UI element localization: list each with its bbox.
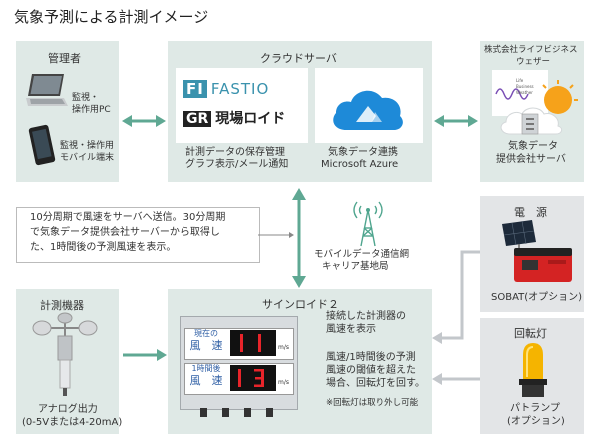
azure-text-1: 気象データ連携 xyxy=(328,147,398,158)
signloid-desc2-3: 場合、回転灯を回す。 xyxy=(326,378,425,389)
instrument-label-1: アナログ出力 xyxy=(38,404,98,415)
signloid-desc2-1: 風速/1時間後の予測 xyxy=(326,352,416,363)
solar-battery-icon xyxy=(502,220,572,282)
admin-panel xyxy=(16,41,119,182)
power-label: SOBAT(オプション) xyxy=(491,292,583,303)
arrow-admin-cloud xyxy=(122,115,166,127)
power-connector xyxy=(432,250,480,344)
signloid-desc2-2: 風速の閾値を超えた xyxy=(326,365,416,376)
display-row-2-unit: m/s xyxy=(278,379,289,386)
display-row-1-label: 現在の 風 速 xyxy=(189,329,223,352)
signloid-note: ※回転灯は取り外し可能 xyxy=(326,398,419,408)
cloud-feature-1: 計測データの保存管理 xyxy=(185,147,285,158)
instrument-title: 計測機器 xyxy=(40,299,84,312)
description-line-3: た、1時間後の予測風速を表示。 xyxy=(30,242,177,253)
mobile-label-1: 監視・操作用 xyxy=(60,141,115,151)
weather-server-icon: Life Business Weather xyxy=(492,70,578,135)
led-display-1 xyxy=(230,330,276,356)
display-row-2-label: 1時間後 風 速 xyxy=(189,364,223,387)
tower-label-2: キャリア基地局 xyxy=(322,261,389,272)
rotating-lamp-icon xyxy=(519,343,547,397)
description-line-2: で気象データ提供会社サーバーから取得し xyxy=(30,227,220,238)
description-line-1: 10分周期で風速をサーバへ送信。30分周期 xyxy=(30,212,226,223)
pc-label-2: 操作用PC xyxy=(72,105,111,115)
company-name-2: ウェザー xyxy=(516,57,551,67)
tower-label-1: モバイルデータ通信網 xyxy=(314,249,410,260)
svg-text:Life: Life xyxy=(516,78,524,83)
azure-cloud-icon xyxy=(333,90,403,130)
display-row-1-unit: m/s xyxy=(278,344,289,351)
admin-title: 管理者 xyxy=(48,52,81,65)
weather-server-label-2: 提供会社サーバ xyxy=(496,154,566,165)
smartphone-icon xyxy=(28,124,56,166)
description-connector xyxy=(258,232,294,238)
arrow-instrument-signloid xyxy=(123,349,167,361)
signloid-title: サインロイド２ xyxy=(262,298,339,311)
instrument-label-2: (0-5Vまたは4-20mA) xyxy=(22,417,123,428)
pc-label-1: 監視・ xyxy=(72,93,100,103)
weather-server-label-1: 気象データ xyxy=(508,141,558,152)
cloud-feature-2: グラフ表示/メール通知 xyxy=(185,159,289,170)
power-title: 電 源 xyxy=(514,206,547,219)
led-display-2 xyxy=(230,365,276,391)
anemometer-icon xyxy=(32,312,98,396)
azure-text-2: Microsoft Azure xyxy=(321,159,399,170)
arrow-cloud-weather xyxy=(434,115,478,127)
lamp-connector xyxy=(432,373,480,385)
svg-text:Business: Business xyxy=(516,84,534,89)
lamp-label-1: パトランプ xyxy=(510,403,560,414)
antenna-tower-icon xyxy=(353,201,383,247)
lamp-label-2: (オプション) xyxy=(507,416,565,427)
mobile-label-2: モバイル端末 xyxy=(60,153,115,163)
signloid-desc1-1: 接続した計測器の xyxy=(326,311,406,322)
svg-text:Weather: Weather xyxy=(516,90,533,95)
page-title: 気象予測による計測イメージ xyxy=(14,8,209,26)
description-box xyxy=(16,207,260,263)
company-name-1: 株式会社ライフビジネス xyxy=(484,45,578,55)
device-connectors xyxy=(196,408,286,418)
laptop-icon xyxy=(26,74,68,106)
cloud-title: クラウドサーバ xyxy=(260,52,337,65)
signloid-desc1-2: 風速を表示 xyxy=(326,324,376,335)
arrow-cloud-signloid xyxy=(292,188,306,288)
lamp-title: 回転灯 xyxy=(514,327,547,340)
